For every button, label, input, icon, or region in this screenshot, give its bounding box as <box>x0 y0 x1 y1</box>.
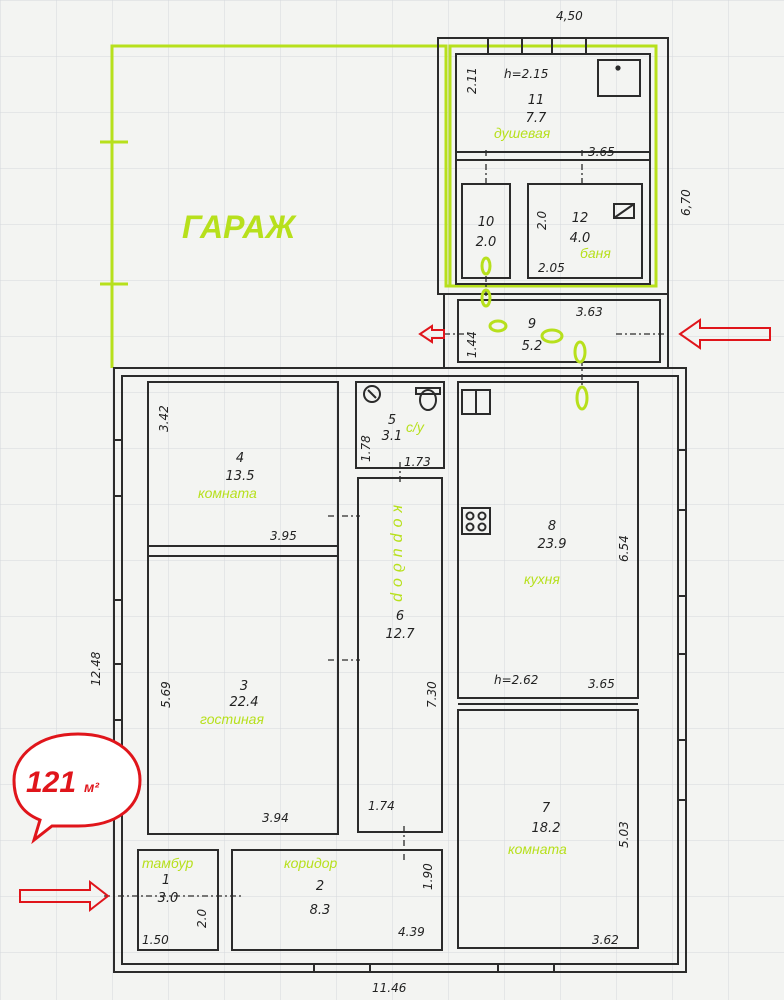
dimension: 1.73 <box>404 455 431 469</box>
room-number: 6 <box>396 609 404 624</box>
dimension: 7.30 <box>425 681 439 708</box>
room-name: коридор <box>284 855 337 871</box>
dimension: h=2.62 <box>494 673 538 687</box>
room-name: комната <box>508 841 567 857</box>
room-name-vertical: коридор <box>390 505 407 608</box>
total-area-bubble: 121 м² <box>12 732 142 845</box>
dimension: 11.46 <box>372 981 407 995</box>
garage-label: ГАРАЖ <box>182 209 298 245</box>
room-area: 8.3 <box>310 903 331 918</box>
room-area: 5.2 <box>522 339 543 354</box>
exit-arrow-left <box>418 324 445 344</box>
room-area: 7.7 <box>526 111 547 126</box>
room-name: комната <box>198 485 257 501</box>
room-number: 8 <box>548 519 556 534</box>
entrance-arrow-left <box>19 879 110 913</box>
room-area: 12.7 <box>386 627 416 642</box>
dimension: 1.44 <box>465 331 479 358</box>
dimension: 4,50 <box>556 9 583 23</box>
dimension: 3.42 <box>157 405 171 432</box>
room-names: тамбур коридор гостиная комната с/у комн… <box>142 125 611 871</box>
dimension: h=2.15 <box>504 67 548 81</box>
room-name: кухня <box>524 571 560 587</box>
dimension: 3.65 <box>588 145 615 159</box>
dimension: 6.54 <box>617 535 631 562</box>
room-name: тамбур <box>142 855 193 871</box>
room-name: гостиная <box>200 711 264 727</box>
room-number: 5 <box>388 413 396 428</box>
room-area: 3.1 <box>382 429 403 444</box>
room-number: 9 <box>528 317 536 332</box>
room-name: с/у <box>406 419 425 435</box>
dimension: 2.0 <box>535 211 549 230</box>
room-area: 13.5 <box>226 469 255 484</box>
room-number: 2 <box>316 879 324 894</box>
room-number: 1 <box>162 873 170 888</box>
room-area: 3.0 <box>158 891 179 906</box>
room-number: 11 <box>528 93 545 108</box>
entrance-arrow-right <box>678 318 771 350</box>
dimension: 6,70 <box>679 189 693 216</box>
dimension: 1.50 <box>142 933 169 947</box>
dimension: 1.90 <box>421 863 435 890</box>
dimension: 4.39 <box>398 925 425 939</box>
dimension: 12.48 <box>89 651 103 686</box>
dimension: 3.95 <box>270 529 297 543</box>
dimension: 2.0 <box>195 909 209 928</box>
room-labels: 1 3.0 2 8.3 3 22.4 4 13.5 5 3.1 6 12.7 7… <box>158 93 591 918</box>
dimension: 5.69 <box>159 681 173 708</box>
room-area: 22.4 <box>230 695 259 710</box>
room-area: 4.0 <box>570 231 591 246</box>
dimension: 1.78 <box>359 435 373 462</box>
room-number: 3 <box>240 679 248 694</box>
dimension: 3.62 <box>592 933 619 947</box>
total-area-value: 121 <box>26 766 76 799</box>
room-name: баня <box>580 245 611 261</box>
dimension: 2.11 <box>465 67 479 94</box>
room-number: 4 <box>236 451 244 466</box>
room-number: 7 <box>542 801 551 816</box>
dimension-labels: 4,50 6,70 2.11 h=2.15 3.65 2.0 2.05 3.63… <box>89 9 693 995</box>
door-openings <box>104 150 668 897</box>
dimension: 3.65 <box>588 677 615 691</box>
room-area: 18.2 <box>532 821 561 836</box>
room-area: 23.9 <box>538 537 567 552</box>
dimension: 3.94 <box>262 811 289 825</box>
dimension: 2.05 <box>538 261 565 275</box>
walls <box>113 37 687 973</box>
green-marks <box>480 256 589 411</box>
room-name: душевая <box>494 125 551 141</box>
room-number: 10 <box>478 215 495 230</box>
total-area-unit: м² <box>84 779 99 795</box>
dimension: 3.63 <box>576 305 603 319</box>
room-area: 2.0 <box>476 235 497 250</box>
dimension: 1.74 <box>368 799 395 813</box>
dimension: 5.03 <box>617 821 631 848</box>
room-number: 12 <box>572 211 589 226</box>
